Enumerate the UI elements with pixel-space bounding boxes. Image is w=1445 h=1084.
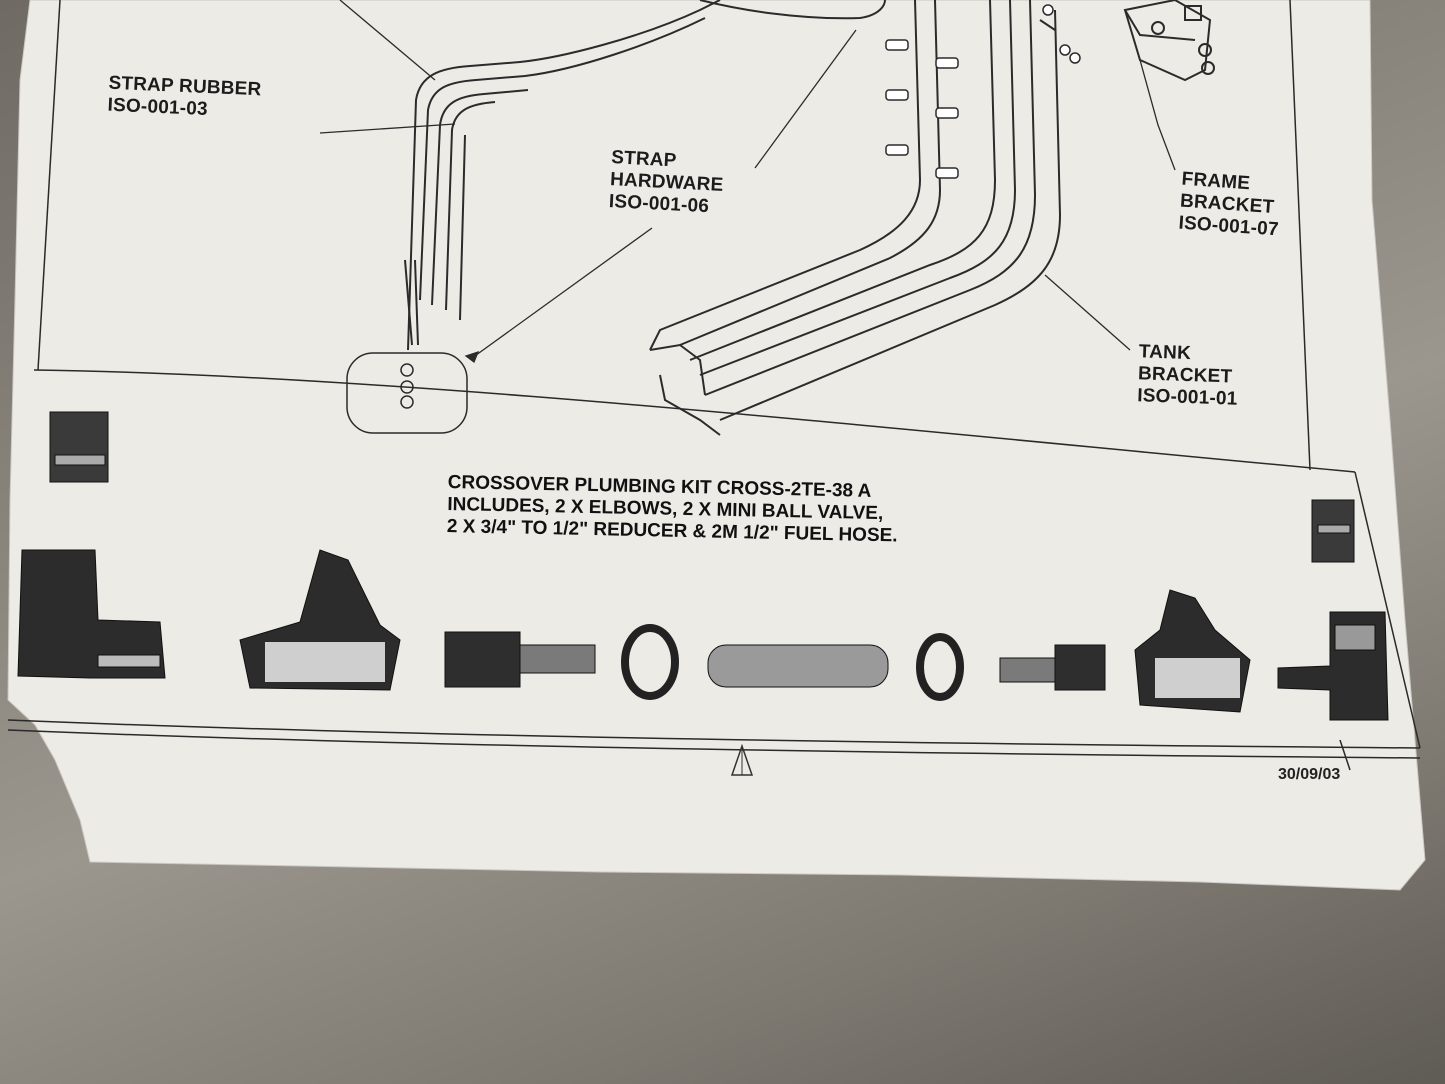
document-date: 30/09/03 (1278, 766, 1341, 783)
crossover-kit-description: CROSSOVER PLUMBING KIT CROSS-2TE-38 A IN… (447, 472, 899, 547)
center-mark-icon (730, 743, 754, 776)
reducer-icon (444, 631, 596, 688)
elbow-icon (17, 549, 166, 679)
tank-bracket-code: ISO-001-01 (1136, 385, 1238, 410)
reducer-icon (1311, 499, 1355, 563)
strap-hardware-label: STRAP HARDWARE ISO-001-06 (608, 147, 725, 219)
strap-hardware-callout (346, 352, 468, 434)
fuel-hose-icon (707, 644, 889, 688)
ball-valve-icon (1134, 589, 1251, 713)
hose-clamp-icon (621, 624, 679, 700)
bolt-icon (885, 4, 1081, 179)
hose-clamp-icon (916, 633, 964, 701)
reducer-icon (999, 644, 1106, 691)
ball-valve-icon (239, 549, 401, 691)
tank-bracket-label: TANK BRACKET ISO-001-01 (1137, 341, 1239, 410)
strap-rubber-label: STRAP RUBBER ISO-001-03 (107, 73, 262, 124)
parts-row (17, 411, 1389, 721)
tank-bracket-drawing (649, 0, 1062, 436)
reducer-icon (49, 411, 109, 483)
strap-rubber-drawing (404, 0, 886, 351)
frame-bracket-label: FRAME BRACKET ISO-001-07 (1178, 169, 1283, 242)
elbow-icon (1277, 611, 1389, 721)
